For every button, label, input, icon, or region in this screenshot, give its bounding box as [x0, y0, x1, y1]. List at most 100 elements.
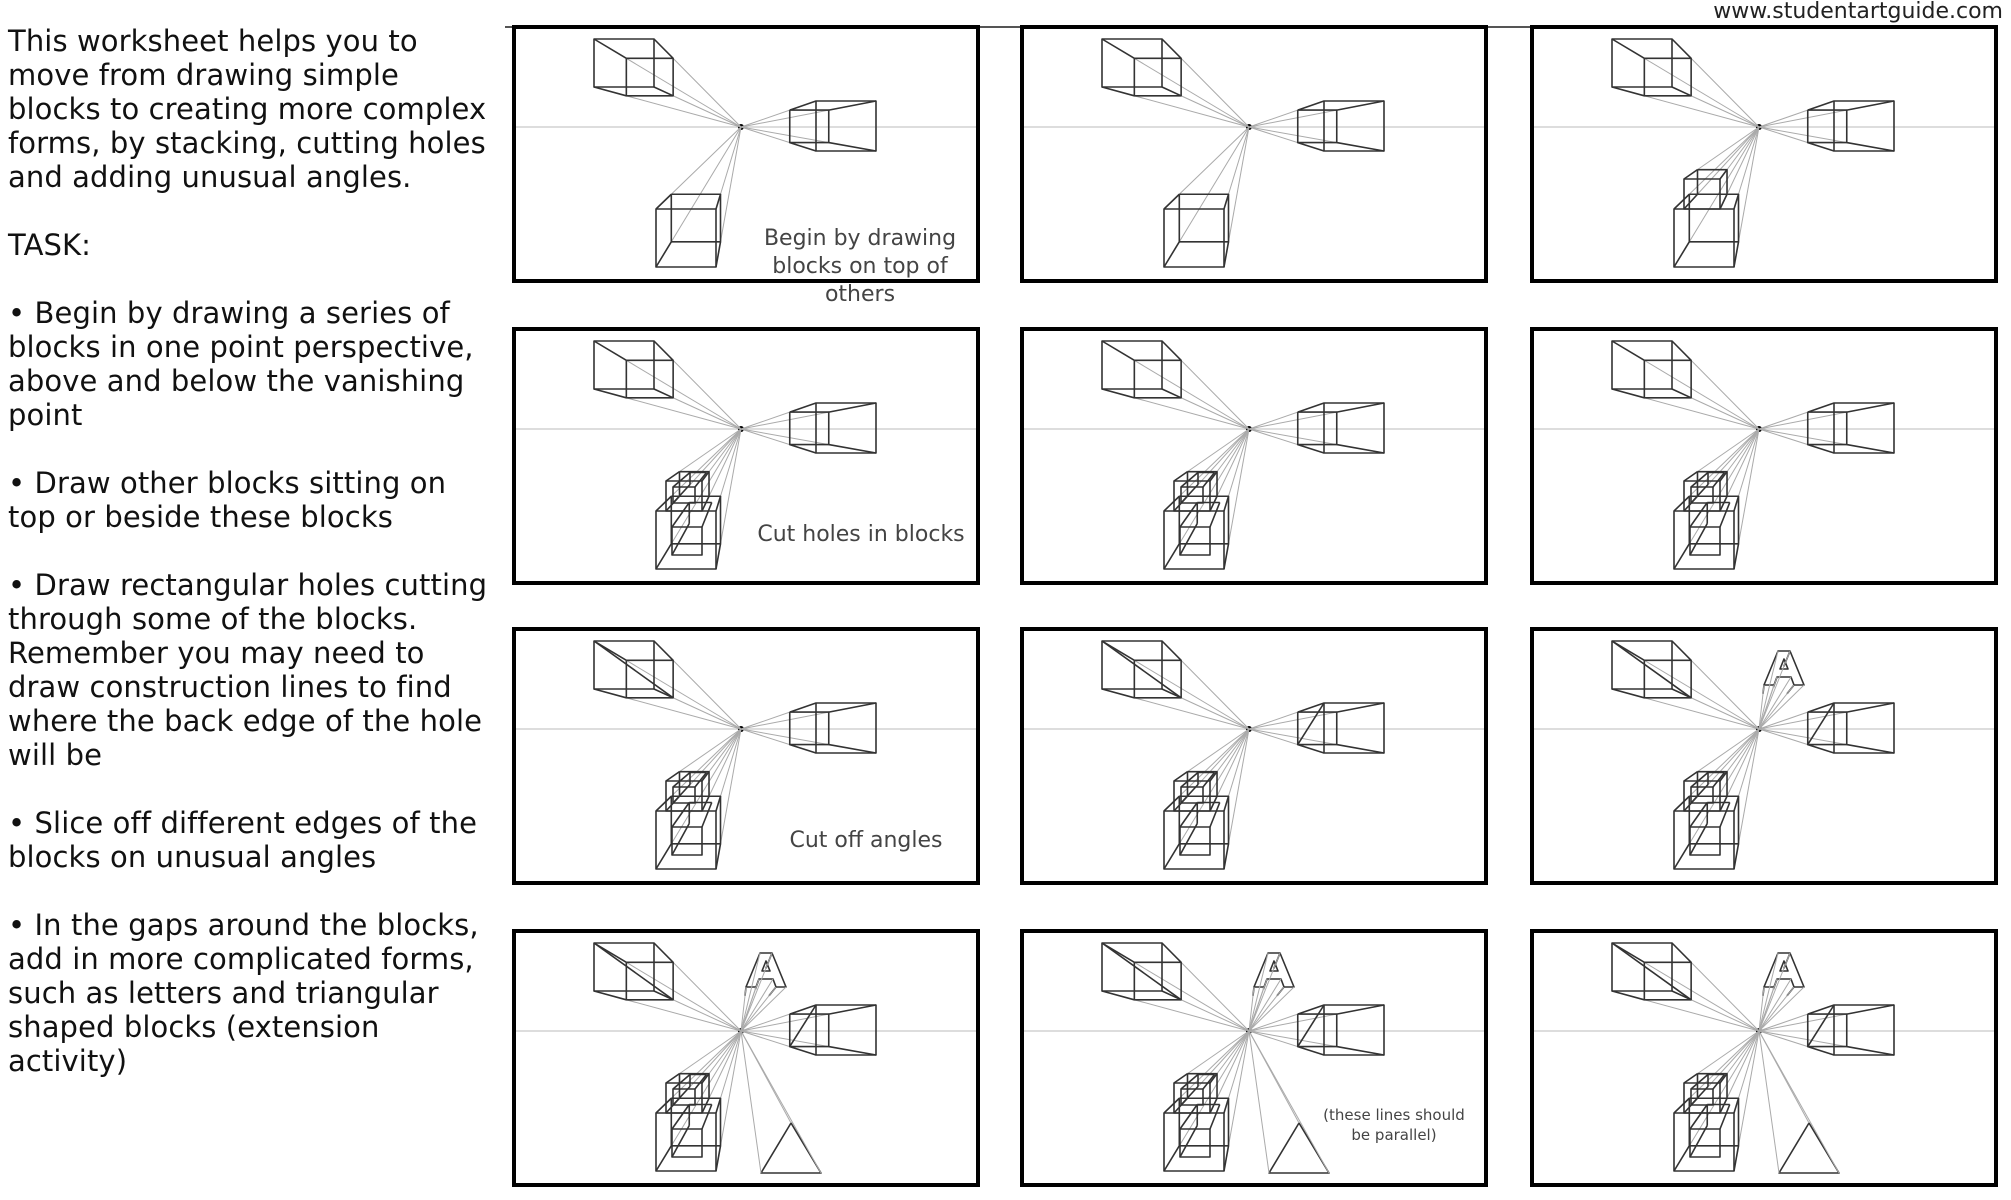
upper-block-edge-3: [1611, 688, 1645, 699]
letter-a-guide-7: [1758, 684, 1775, 730]
side-block-edge-2: [828, 1045, 877, 1056]
lower-block-edge-0: [655, 795, 672, 812]
letter-a-guide-1: [1248, 952, 1269, 1032]
lower-block-edge-0: [1673, 495, 1690, 512]
stacked-block-edge-2: [1719, 193, 1728, 210]
stacked-block-edge-0: [1683, 470, 1698, 482]
lower-hole-depth-1: [1209, 1104, 1221, 1130]
side-block-front: [1323, 402, 1385, 454]
triangle-block-guide-2: [1248, 1030, 1330, 1174]
stacked-hole-depth-0: [672, 471, 691, 488]
upper-slice: [593, 640, 674, 699]
side-block-edge-2: [1336, 443, 1385, 454]
letter-a-guide-3: [1758, 684, 1805, 730]
side-slice: [789, 1004, 817, 1048]
drawing-r1-c1: [516, 38, 976, 268]
letter-a-guide-5: [1758, 676, 1792, 730]
letter-a-outline: [1763, 952, 1805, 988]
side-block-edge-0: [789, 402, 817, 413]
stacked-block-edge-2: [1209, 495, 1218, 512]
upper-block-front: [1101, 340, 1163, 390]
drawing-r2-c2: [1024, 340, 1484, 570]
stacked-block-edge-1: [701, 1073, 710, 1084]
upper-block-edge-3: [1611, 388, 1645, 399]
panel-r1-c3: [1530, 25, 1998, 283]
stacked-hole-depth-0: [1690, 771, 1709, 788]
drawing-r2-c3: [1534, 340, 1994, 570]
lower-block-edge-3: [655, 241, 672, 268]
upper-block-edge-2: [1671, 86, 1692, 97]
lower-block-edge-2: [1733, 1145, 1740, 1172]
upper-block-front: [1611, 38, 1673, 88]
stacked-block-edge-1: [1719, 771, 1728, 782]
letter-a-guide-2: [1758, 650, 1791, 730]
upper-block-edge-3: [593, 990, 627, 1001]
side-block-back: [1296, 109, 1338, 144]
lower-block-edge-3: [1673, 1145, 1690, 1172]
upper-block-edge-1: [1671, 640, 1692, 661]
stacked-hole-depth-3: [1690, 483, 1709, 504]
upper-block-edge-0: [1611, 340, 1645, 362]
side-block-edge-0: [1297, 100, 1325, 111]
side-block-edge-1: [828, 402, 877, 413]
letter-a-guide-1: [740, 952, 761, 1032]
stacked-hole-depth-3: [1180, 1085, 1199, 1106]
lower-hole-depth-0: [671, 1104, 690, 1130]
stacked-hole-depth-1: [1202, 472, 1216, 488]
lower-block-edge-0: [1163, 495, 1180, 512]
side-block-edge-3: [1807, 1045, 1835, 1056]
upper-block-edge-2: [653, 388, 674, 399]
letter-a-guide-4: [1248, 986, 1285, 1032]
lower-block-edge-2: [715, 241, 722, 268]
side-block-front: [1323, 702, 1385, 754]
stacked-block-back: [1696, 770, 1728, 798]
task-bullet-4: Slice off different edges of the blocks …: [8, 806, 498, 874]
lower-hole-depth-3: [671, 523, 690, 556]
stacked-hole-depth-0: [1690, 1073, 1709, 1090]
side-block-edge-0: [1297, 1004, 1325, 1015]
side-block-edge-3: [1297, 443, 1325, 454]
lower-block-edge-0: [1163, 795, 1180, 812]
side-block-edge-2: [828, 443, 877, 454]
stacked-block-edge-0: [1683, 1072, 1698, 1084]
side-block-back: [1296, 411, 1338, 446]
stacked-block-edge-0: [1173, 1072, 1188, 1084]
letter-a-guide-2: [1248, 952, 1281, 1032]
stacked-hole-depth-1: [1202, 772, 1216, 788]
letter-a-counter: [1779, 960, 1789, 972]
side-block-edge-2: [1846, 1045, 1895, 1056]
stacked-block-back: [1696, 470, 1728, 498]
upper-block-back: [1133, 57, 1182, 97]
upper-block-back: [625, 659, 674, 699]
upper-block-front: [1101, 38, 1163, 88]
letter-a-guide-7: [740, 986, 757, 1032]
side-block-edge-1: [1846, 1004, 1895, 1015]
stacked-hole-depth-3: [672, 1085, 691, 1106]
upper-block-back: [1133, 359, 1182, 399]
side-block-edge-3: [1807, 743, 1835, 754]
panel-r2-c2: [1020, 327, 1488, 585]
lower-hole-depth-3: [1689, 823, 1708, 856]
side-block-front: [815, 100, 877, 152]
lower-hole-depth-3: [1179, 523, 1198, 556]
lower-block-edge-2: [1223, 843, 1230, 870]
stacked-block-edge-1: [701, 471, 710, 482]
side-block-back: [1806, 711, 1848, 746]
lower-hole-depth-3: [1179, 1125, 1198, 1158]
upper-block-front: [1611, 340, 1673, 390]
side-block-front: [1323, 100, 1385, 152]
stacked-block-edge-2: [1209, 795, 1218, 812]
upper-block-edge-3: [1101, 688, 1135, 699]
side-block-edge-1: [828, 702, 877, 713]
letter-a-guide-4: [740, 986, 777, 1032]
lower-hole-depth-0: [1179, 1104, 1198, 1130]
side-block-back: [788, 109, 830, 144]
caption-stack: Begin by drawing blocks on top of others: [763, 226, 957, 307]
side-block-front: [1833, 100, 1895, 152]
upper-slice: [1101, 942, 1182, 1001]
side-block-edge-2: [828, 141, 877, 152]
triangle-block: [760, 1122, 822, 1174]
lower-hole-depth-0: [1689, 802, 1708, 828]
lower-block-edge-2: [715, 543, 722, 570]
stacked-block-edge-1: [1719, 169, 1728, 180]
